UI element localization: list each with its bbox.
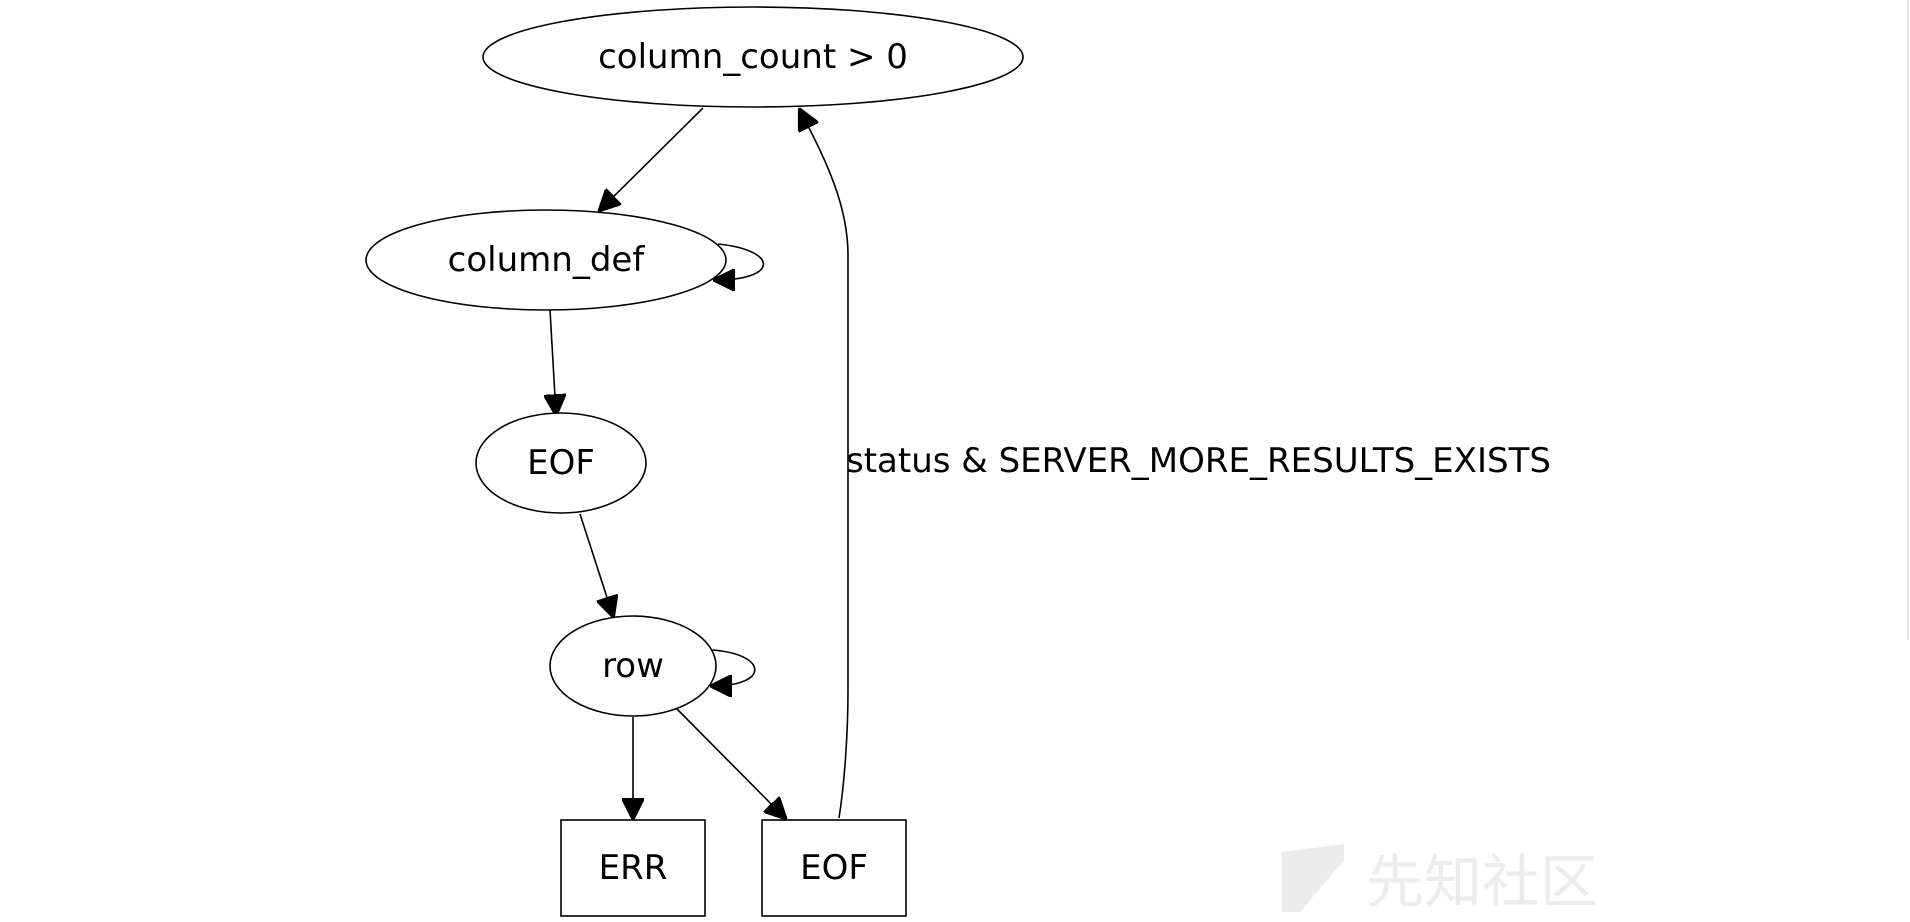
node-eof-end: EOF [761,819,907,917]
node-column-def: column_def [365,209,727,311]
node-eof-mid: EOF [475,412,647,514]
edge-column-count-to-column-def [600,107,704,210]
watermark-text: 先知社区 [1366,848,1598,916]
node-label-eof-mid: EOF [527,443,595,483]
node-label-column-def: column_def [448,240,646,280]
node-label-row: row [602,646,664,686]
node-column-count: column_count > 0 [482,6,1024,108]
edges [550,107,849,819]
watermark: 先知社区 [1282,844,1598,916]
edge-row-self-loop [712,649,756,686]
edge-label-more-results: status & SERVER_MORE_RESULTS_EXISTS [846,441,1551,481]
edge-eof-end-to-column-count [800,110,849,819]
xianzhi-logo-icon [1282,844,1344,912]
node-label-eof-end: EOF [800,848,868,888]
node-label-err: ERR [599,848,668,888]
node-row: row [549,615,717,717]
edge-eof-to-row [579,513,613,616]
edge-row-to-eof-end [675,707,785,818]
edge-column-def-self-loop [715,243,764,280]
edge-column-def-to-eof [550,309,556,414]
node-err: ERR [560,819,706,917]
node-label-column-count: column_count > 0 [598,37,908,77]
